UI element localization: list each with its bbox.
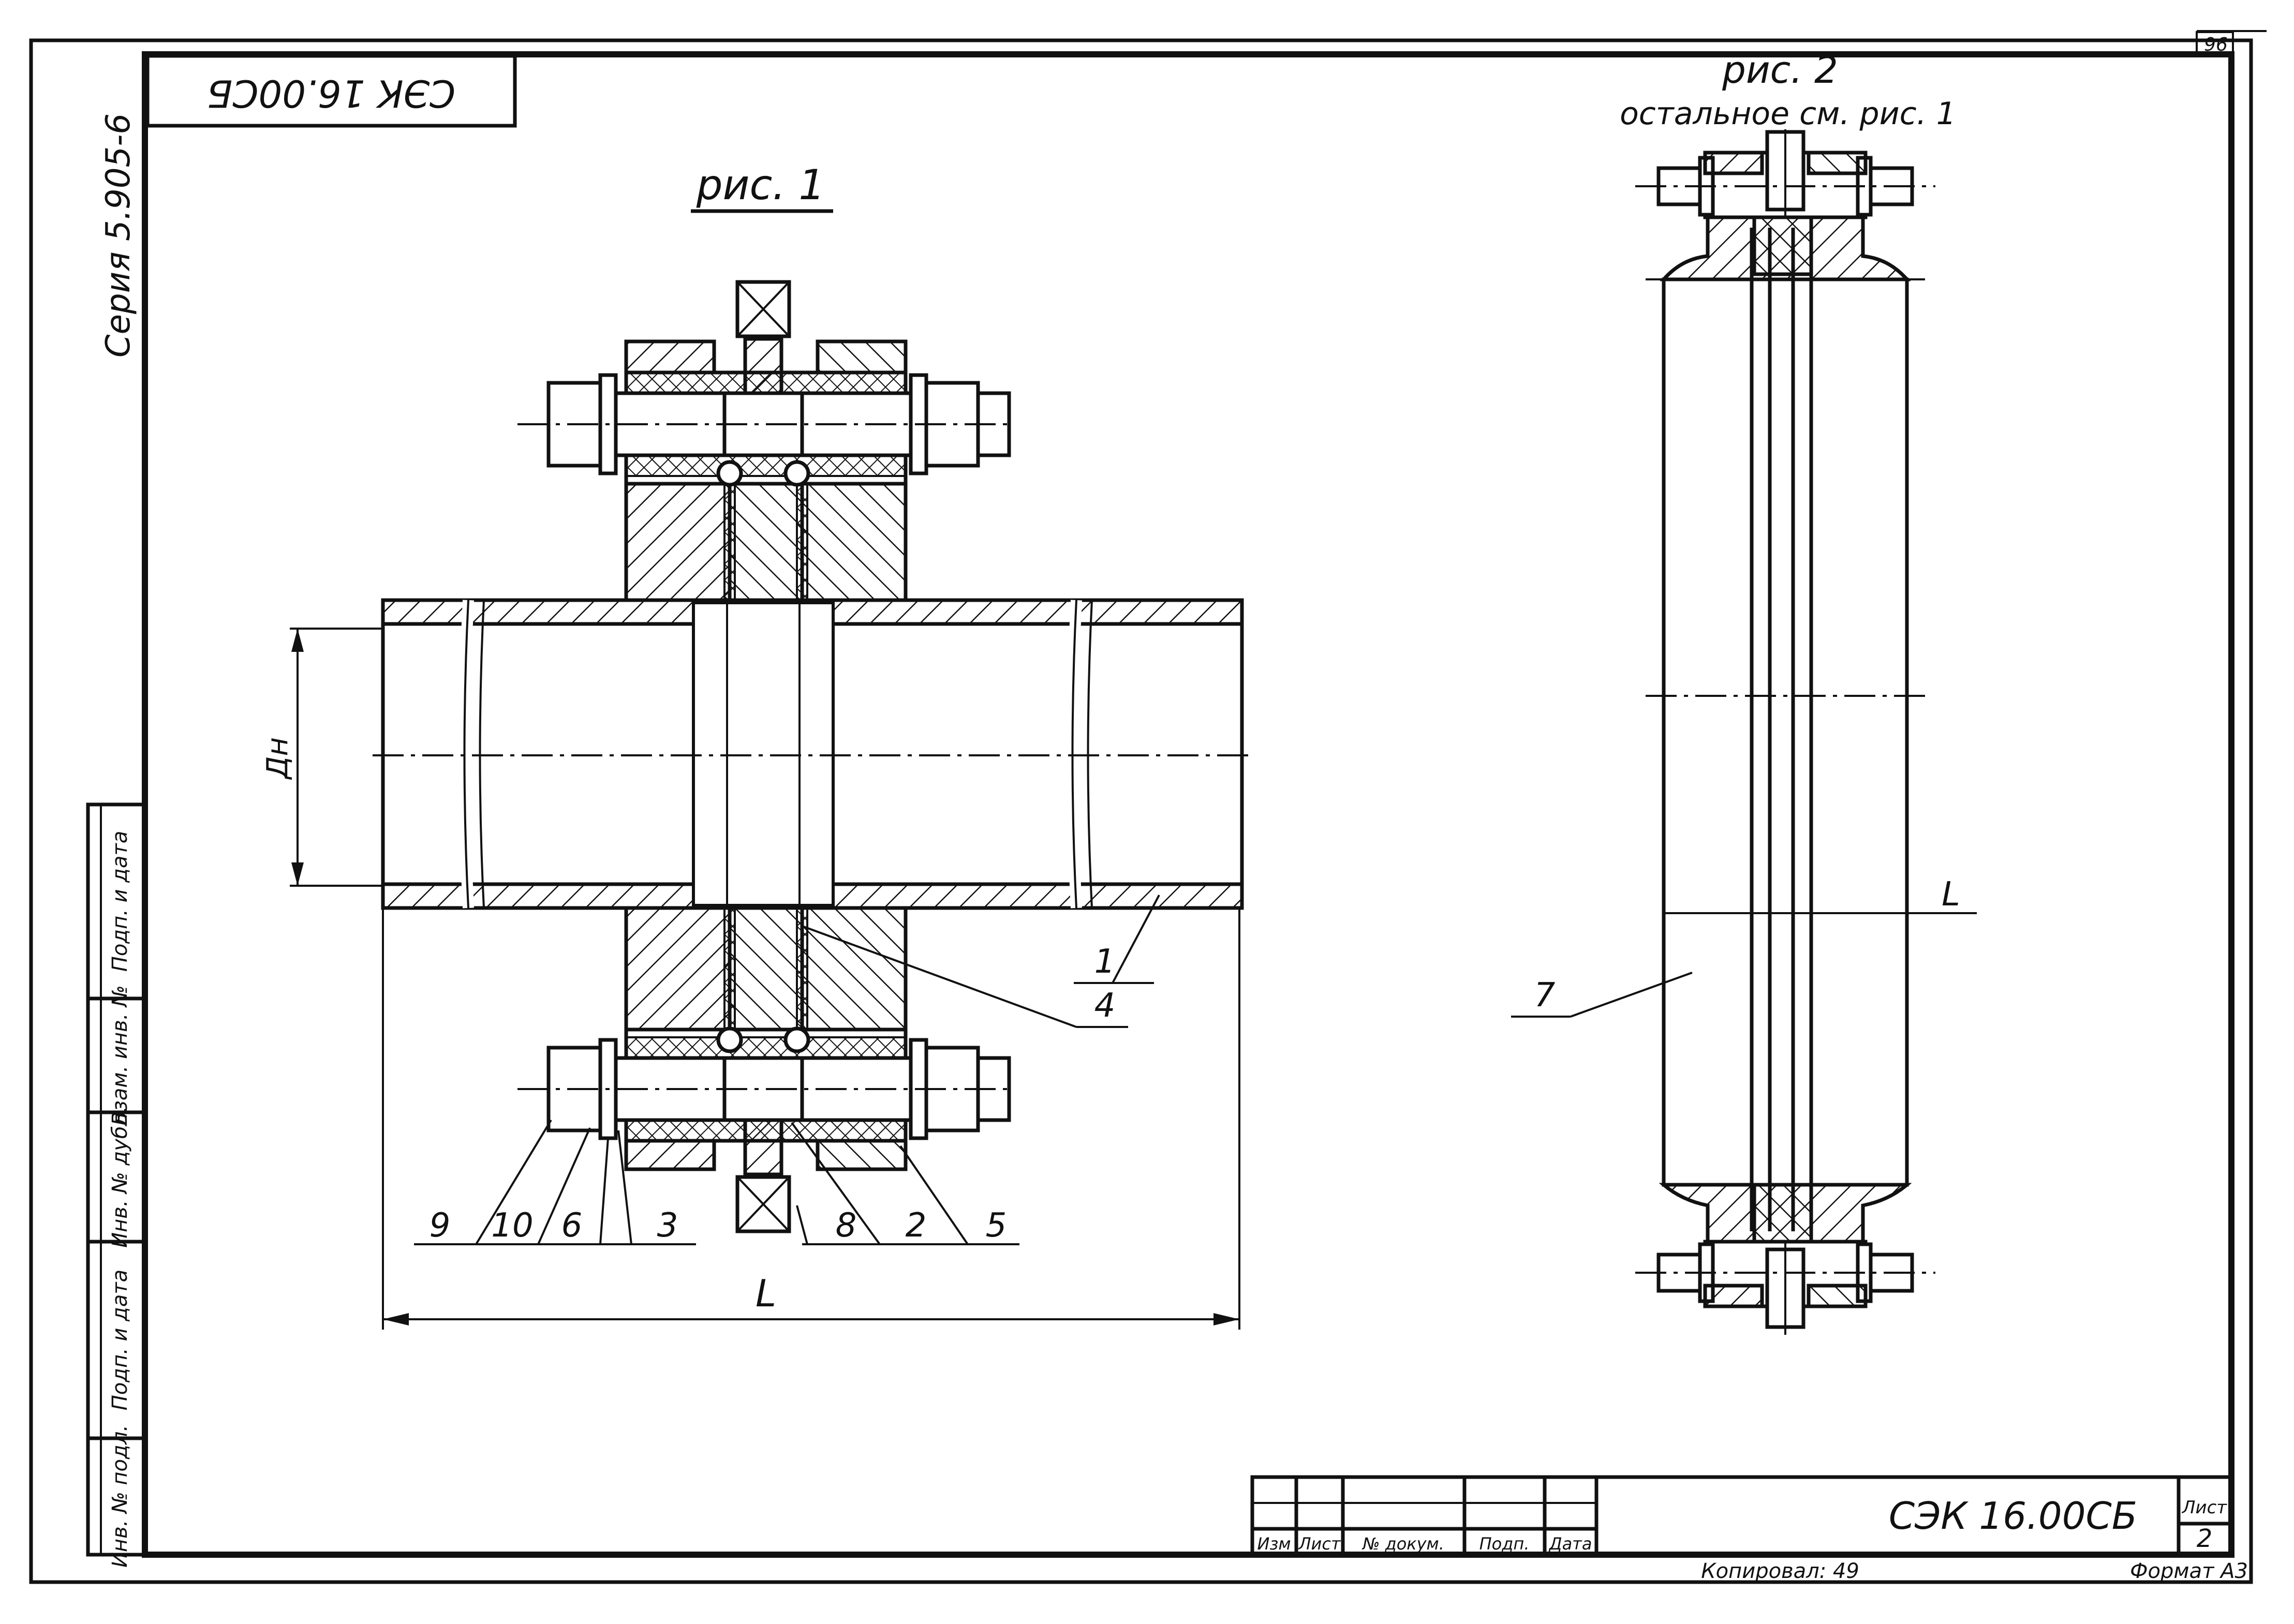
callout-label: 3 <box>657 1206 678 1245</box>
callout-label: 5 <box>986 1206 1007 1245</box>
callout-label: 1 <box>1094 943 1116 981</box>
callout-7: 7 <box>1511 972 1693 1018</box>
side-stamp-label: Взам. инв. № <box>108 985 132 1126</box>
series-label: Серия 5.905-6 <box>99 113 138 357</box>
title-block-header-sign: Подп. <box>1479 1534 1530 1554</box>
figure-2-title: рис. 2 <box>1722 48 1838 92</box>
callout-label: 4 <box>1094 987 1116 1025</box>
title-block-sheet-number: 2 <box>2197 1524 2213 1553</box>
side-stamp: Подп. и дата Взам. инв. № Инв. № дубл. П… <box>86 802 147 1568</box>
title-block-header-izm: Изм <box>1257 1534 1291 1554</box>
stamp-code-box: СЭК 16.00СБ <box>145 54 517 128</box>
title-block-sheet-label: Лист <box>2181 1497 2227 1518</box>
drawing-frame <box>29 30 2267 1584</box>
callout-label: 9 <box>430 1206 451 1245</box>
side-stamp-label: Инв. № подл. <box>108 1425 132 1568</box>
format-label: Формат А3 <box>2130 1559 2248 1583</box>
callout-label: 2 <box>906 1206 927 1245</box>
callout-1: 1 <box>1074 895 1160 984</box>
dimension-L: L <box>756 1272 776 1315</box>
callout-label: 8 <box>836 1206 857 1245</box>
stamp-code-mirrored: СЭК 16.00СБ <box>207 71 455 115</box>
callout-label: 10 <box>491 1206 533 1245</box>
copied-label: Копировал: 49 <box>1701 1559 1859 1583</box>
figure-2-dimension-L: L <box>1942 875 1960 914</box>
callout-label: 7 <box>1534 976 1556 1015</box>
page-number: 96 <box>2204 34 2228 55</box>
figure-1-title: рис. 1 <box>696 161 825 209</box>
side-stamp-label: Инв. № дубл. <box>108 1106 132 1248</box>
dimension-dn: Дн <box>261 737 294 780</box>
figure-2: рис. 2 остальное см. рис. 1 <box>1511 48 1977 1335</box>
title-block-header-doc: № докум. <box>1361 1534 1444 1554</box>
figure-1: рис. 1 <box>261 161 1252 1330</box>
title-block-header-date: Дата <box>1548 1534 1592 1554</box>
title-block-header-list: Лист <box>1298 1534 1341 1554</box>
side-stamp-label: Подп. и дата <box>108 831 132 972</box>
figure-2-subtitle: остальное см. рис. 1 <box>1620 96 1956 132</box>
callout-row-bottom: 9 10 6 3 8 2 5 <box>414 1119 1019 1245</box>
side-stamp-label: Подп. и дата <box>108 1270 132 1410</box>
title-block: Изм Лист № докум. Подп. Дата СЭК 16.00СБ… <box>1250 1475 2232 1557</box>
title-block-designation: СЭК 16.00СБ <box>1889 1494 2137 1538</box>
callout-label: 6 <box>561 1206 583 1245</box>
callout-4: 4 <box>802 925 1128 1028</box>
